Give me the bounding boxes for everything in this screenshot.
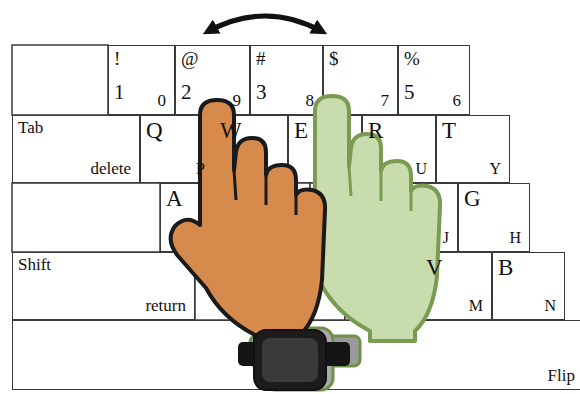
key-label: 0 [158,92,167,109]
key-label: G [464,187,481,210]
blank-key [12,45,108,115]
key-label: B [498,256,513,279]
keyboard-key: #3 8 [250,45,323,115]
key-label: ! [114,49,120,68]
key-label: W [220,119,242,142]
key-label: Y [489,161,501,177]
watch-face [254,330,326,390]
key-label: J [443,230,449,246]
key-label: Flip [548,367,575,384]
keyboard-key: ! 1 0 [108,45,175,115]
key-label: Shift [18,256,51,273]
key-label: A [166,187,183,210]
blank-key [12,183,160,252]
swap-arrow [207,16,323,32]
key-label: V [426,256,443,279]
key-label: 1 [114,82,125,103]
key-label: return [145,297,186,314]
key-label: E [294,119,308,142]
keyboard-key: BN [492,252,565,320]
key-label: @ [181,49,199,68]
keyboard-key: % 5 6 [398,45,470,115]
key-label: 7 [381,92,390,109]
key-label: N [544,298,556,314]
key-label: Q [146,119,163,142]
key-label: 3 [256,82,267,103]
finger-lines [349,166,411,211]
key-label: 2 [181,82,192,103]
hand-outline [171,100,325,345]
key-label: Tab [18,119,43,136]
key-label: % [404,49,420,68]
key-label: P [196,161,205,177]
key-label: M [469,298,483,314]
keyboard-key: GH [458,183,530,252]
key-label: delete [90,160,131,177]
key-label: $ [329,49,339,68]
key-label: 8 [306,92,315,109]
key-label: # [256,49,266,68]
finger-lines [234,170,296,215]
key-label: H [509,230,521,246]
orange-hand [171,100,350,390]
key-label: U [415,161,427,177]
keyboard-key: Shift return [12,252,195,320]
watch-screen [262,338,318,382]
key-label: 6 [453,92,462,109]
key-label: T [442,119,456,142]
key-label: 9 [233,92,242,109]
key-label: 5 [404,82,415,103]
keyboard-key: Tab delete [12,115,140,183]
keyboard-key: TY [436,115,510,183]
key-label: R [368,119,383,142]
